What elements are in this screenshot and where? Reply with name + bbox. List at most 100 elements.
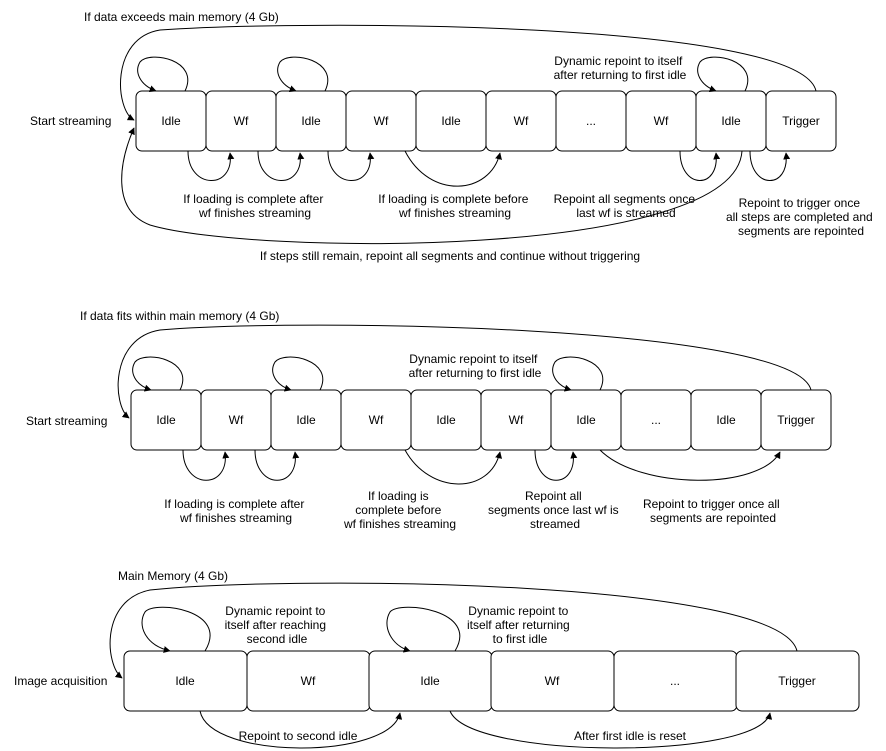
step-box: Wf [200, 389, 272, 451]
svg-text:Idle: Idle [301, 114, 321, 128]
section2-title: If data fits within main memory (4 Gb) [80, 309, 279, 323]
annotation-repoint-all: Repoint all segments once last wf is str… [488, 489, 622, 531]
step-box: Trigger [760, 389, 832, 451]
edge-trigger-to-first-idle [120, 24, 817, 121]
section3-start-label: Image acquisition [14, 674, 107, 688]
edge-idle-to-next-idle [182, 449, 230, 481]
svg-text:...: ... [586, 114, 596, 128]
svg-text:Wf: Wf [301, 674, 316, 688]
step-box: Trigger [735, 650, 860, 712]
annotation-dynamic-second: Dynamic repoint to itself after reaching… [225, 604, 330, 646]
section1-start-label: Start streaming [30, 114, 111, 128]
svg-text:...: ... [651, 413, 661, 427]
edge-after-reset [449, 710, 773, 749]
section-main-memory: Main Memory (4 Gb) Image acquisition Idl… [14, 569, 860, 749]
annotation-repoint-all: Repoint all segments once last wf is str… [554, 192, 699, 220]
svg-text:Wf: Wf [229, 413, 244, 427]
edge-self-loop [386, 606, 461, 653]
svg-text:Idle: Idle [436, 413, 456, 427]
section3-step-row: Idle Wf Idle Wf ... Trigger [123, 650, 860, 712]
annotation-repoint-trigger: Repoint to trigger once all segments are… [643, 497, 783, 525]
edge-self-loop [697, 56, 749, 93]
edge-idle-to-idle [327, 150, 375, 181]
step-box: ... [613, 650, 738, 712]
step-box: Wf [205, 90, 277, 152]
svg-text:Trigger: Trigger [777, 413, 815, 427]
step-box: Wf [246, 650, 371, 712]
step-box: Idle [410, 389, 482, 451]
svg-text:Wf: Wf [369, 413, 384, 427]
svg-text:Wf: Wf [374, 114, 389, 128]
edge-self-loop [552, 356, 604, 392]
edge-wf-to-idle [254, 449, 300, 481]
edge-wf-to-wf [404, 150, 502, 187]
annotation-complete-after: If loading is complete after wf finishes… [183, 192, 326, 220]
svg-text:Wf: Wf [509, 413, 524, 427]
edge-trigger-to-first-idle [117, 324, 812, 419]
svg-text:Idle: Idle [420, 674, 440, 688]
edge-idle-to-next-idle [187, 150, 235, 181]
step-box: ... [620, 389, 692, 451]
step-box: Wf [340, 389, 412, 451]
svg-text:Trigger: Trigger [778, 674, 816, 688]
step-box: Idle [695, 90, 767, 152]
svg-text:Idle: Idle [716, 413, 736, 427]
annotation-dynamic: Dynamic repoint to itself after returnin… [409, 352, 542, 380]
step-box: Idle [275, 90, 347, 152]
step-box: Wf [485, 90, 557, 152]
step-box: Idle [368, 650, 493, 712]
svg-text:Idle: Idle [296, 413, 316, 427]
edge-self-loop [141, 606, 211, 653]
edge-self-loop [277, 56, 329, 93]
section3-title: Main Memory (4 Gb) [118, 569, 228, 583]
annotation-repoint-second: Repoint to second idle [239, 729, 358, 743]
edge-to-trigger [749, 150, 791, 181]
step-box: Idle [123, 650, 248, 712]
section1-title: If data exceeds main memory (4 Gb) [84, 10, 279, 24]
svg-text:Idle: Idle [721, 114, 741, 128]
edge-wf-to-wf [404, 449, 502, 485]
annotation-repoint-trigger: Repoint to trigger once all steps are co… [726, 196, 876, 238]
section-fits-memory: If data fits within main memory (4 Gb) S… [26, 309, 832, 531]
annotation-complete-after: If loading is complete after wf finishes… [164, 497, 307, 525]
svg-text:Wf: Wf [234, 114, 249, 128]
edge-trigger-to-first-idle [109, 582, 798, 679]
annotation-dynamic-first: Dynamic repoint to itself after returnin… [467, 604, 573, 646]
section2-start-label: Start streaming [26, 414, 107, 428]
step-box: Idle [550, 389, 622, 451]
svg-text:Idle: Idle [175, 674, 195, 688]
section2-step-row: Idle Wf Idle Wf Idle Wf Idle ... Idle Tr… [130, 389, 832, 451]
step-box: Trigger [765, 90, 837, 152]
step-box: Wf [490, 650, 615, 712]
edge-repoint-all [534, 449, 578, 481]
svg-text:Idle: Idle [576, 413, 596, 427]
edge-continue-loop [121, 127, 743, 245]
edge-to-trigger [599, 449, 781, 481]
edge-wf-to-idle [257, 150, 305, 181]
step-box: Idle [130, 389, 202, 451]
edge-repoint-all [679, 150, 721, 181]
svg-text:Wf: Wf [545, 674, 560, 688]
edge-self-loop [137, 56, 189, 93]
step-box: Idle [270, 389, 342, 451]
edge-self-loop [272, 356, 324, 392]
step-box: Idle [690, 389, 762, 451]
annotation-continue: If steps still remain, repoint all segme… [260, 249, 640, 263]
section-exceeds-memory: If data exceeds main memory (4 Gb) Start… [30, 10, 876, 263]
svg-text:Wf: Wf [654, 114, 669, 128]
annotation-complete-before: If loading is complete before wf finishe… [378, 192, 531, 220]
svg-text:Trigger: Trigger [782, 114, 820, 128]
svg-text:Wf: Wf [514, 114, 529, 128]
annotation-complete-before: If loading is complete before wf finishe… [343, 489, 456, 531]
step-box: Idle [415, 90, 487, 152]
svg-text:Idle: Idle [156, 413, 176, 427]
step-box: Wf [345, 90, 417, 152]
edge-repoint-second-idle [199, 710, 403, 749]
annotation-dynamic: Dynamic repoint to itself after returnin… [554, 54, 687, 82]
section1-step-row: Idle Wf Idle Wf Idle Wf ... Wf Idle Trig… [135, 90, 837, 152]
step-box: Idle [135, 90, 207, 152]
step-box: Wf [480, 389, 552, 451]
edge-self-loop [132, 356, 184, 392]
step-box: ... [555, 90, 627, 152]
